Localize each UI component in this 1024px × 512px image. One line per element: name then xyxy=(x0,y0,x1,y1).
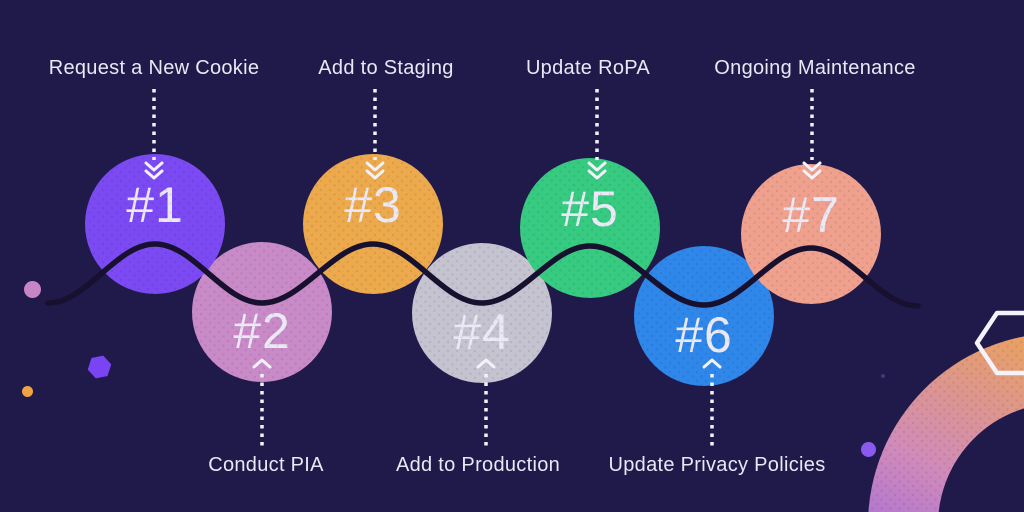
step-label-7: Ongoing Maintenance xyxy=(714,57,916,79)
chevron-down-icon xyxy=(144,161,164,172)
up-arrow-icon xyxy=(476,358,496,450)
step-number-7: #7 xyxy=(782,187,840,243)
chevron-down-icon xyxy=(144,169,164,180)
chevron-down-icon xyxy=(802,169,822,180)
chevron-up-icon xyxy=(476,358,496,369)
step-number-4: #4 xyxy=(453,304,511,360)
chevron-down-icon xyxy=(587,169,607,180)
up-arrow-icon xyxy=(252,358,272,450)
down-arrow-icon xyxy=(144,89,164,180)
pink-dot-decoration xyxy=(24,281,41,298)
step-label-4: Add to Production xyxy=(395,454,561,476)
step-label-6: Update Privacy Policies xyxy=(608,454,826,476)
purple-hexagon-decoration xyxy=(86,352,113,381)
down-arrow-icon xyxy=(587,89,607,180)
step-label-2: Conduct PIA xyxy=(208,454,324,476)
purple-dot-decoration xyxy=(861,442,876,457)
chevron-up-icon xyxy=(252,358,272,369)
step-label-3: Add to Staging xyxy=(318,57,454,79)
up-arrow-icon xyxy=(702,358,722,450)
chevron-up-icon xyxy=(702,358,722,369)
step-number-1: #1 xyxy=(126,177,184,233)
step-number-2: #2 xyxy=(233,303,291,359)
chevron-down-icon xyxy=(802,161,822,172)
step-number-3: #3 xyxy=(344,177,402,233)
chevron-down-icon xyxy=(365,161,385,172)
chevron-down-icon xyxy=(365,169,385,180)
tiny-dot-decoration xyxy=(881,374,885,378)
step-label-5: Update RoPA xyxy=(525,57,651,79)
down-arrow-icon xyxy=(365,89,385,180)
step-label-1: Request a New Cookie xyxy=(48,57,260,79)
step-number-5: #5 xyxy=(561,181,619,237)
orange-dot-decoration xyxy=(22,386,33,397)
hexagon-outline-shape xyxy=(974,310,1024,376)
step-circle-7: #7 xyxy=(741,164,881,304)
chevron-down-icon xyxy=(587,161,607,172)
hexagon-outline-decoration xyxy=(974,310,1024,376)
down-arrow-icon xyxy=(802,89,822,180)
